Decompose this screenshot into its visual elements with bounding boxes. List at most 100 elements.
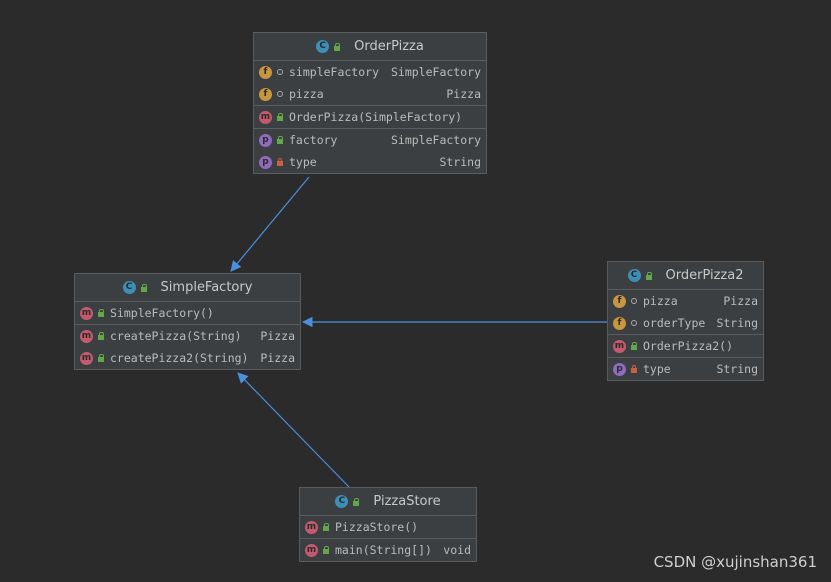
member-section: m OrderPizza(SimpleFactory) — [254, 106, 486, 129]
public-lock-icon — [140, 283, 148, 292]
public-lock-icon — [276, 113, 284, 121]
member-row[interactable]: f pizza Pizza — [608, 290, 763, 312]
member-row[interactable]: f simpleFactory SimpleFactory — [254, 61, 486, 83]
field-icon: f — [613, 294, 626, 308]
member-section: f simpleFactory SimpleFactory f pizza Pizza — [254, 61, 486, 106]
member-name: simpleFactory — [289, 65, 380, 79]
package-visibility-icon — [630, 297, 638, 305]
member-row[interactable]: p type String — [608, 358, 763, 380]
member-type: Pizza — [260, 351, 295, 365]
member-name: pizza — [643, 294, 678, 308]
member-name: SimpleFactory() — [110, 306, 214, 320]
private-lock-icon — [630, 365, 638, 373]
public-lock-icon — [322, 546, 330, 554]
method-icon: m — [305, 520, 318, 534]
class-name: SimpleFactory — [160, 280, 253, 295]
public-lock-icon — [97, 309, 105, 317]
member-name: createPizza(String) — [110, 329, 242, 343]
public-lock-icon — [322, 523, 330, 531]
method-icon: m — [259, 110, 272, 124]
public-lock-icon — [97, 354, 105, 362]
method-icon: m — [613, 339, 626, 353]
member-name: createPizza2(String) — [110, 351, 249, 365]
package-visibility-icon — [276, 68, 284, 76]
class-box-simple-factory[interactable]: C SimpleFactory m SimpleFactory() m createPiz… — [74, 273, 301, 370]
class-header[interactable]: C SimpleFactory — [75, 274, 300, 302]
member-name: type — [643, 362, 671, 376]
class-kind-icon: C — [335, 495, 349, 508]
member-row[interactable]: m createPizza(String) Pizza — [75, 325, 300, 347]
class-name: PizzaStore — [373, 494, 441, 509]
private-lock-icon — [276, 158, 284, 166]
member-row[interactable]: m createPizza2(String) Pizza — [75, 347, 300, 369]
property-icon: p — [259, 133, 272, 147]
class-header[interactable]: C PizzaStore — [300, 488, 476, 516]
member-row[interactable]: p factory SimpleFactory — [254, 129, 486, 151]
public-lock-icon — [333, 42, 341, 51]
method-icon: m — [305, 543, 318, 557]
property-icon: p — [613, 362, 626, 376]
watermark: CSDN @xujinshan361 — [653, 553, 817, 571]
member-type: String — [439, 155, 481, 169]
public-lock-icon — [276, 136, 284, 144]
member-section: m main(String[]) void — [300, 539, 476, 561]
class-kind-icon: C — [627, 269, 641, 282]
member-name: pizza — [289, 87, 324, 101]
member-section: p factory SimpleFactory p type String — [254, 129, 486, 173]
public-lock-icon — [352, 497, 360, 506]
member-name: OrderPizza2() — [643, 339, 734, 353]
public-lock-icon — [97, 332, 105, 340]
member-row[interactable]: m SimpleFactory() — [75, 302, 300, 324]
member-section: m createPizza(String) Pizza m createPizza2(S… — [75, 325, 300, 369]
member-type: SimpleFactory — [390, 65, 481, 79]
member-name: orderType — [643, 316, 706, 330]
member-section: m OrderPizza2() — [608, 335, 763, 358]
member-name: factory — [289, 133, 338, 147]
member-row[interactable]: m OrderPizza(SimpleFactory) — [254, 106, 486, 128]
class-kind-icon: C — [316, 40, 330, 53]
class-kind-icon: C — [122, 281, 136, 294]
member-name: type — [289, 155, 317, 169]
member-type: Pizza — [446, 87, 481, 101]
class-name: OrderPizza2 — [665, 268, 744, 283]
member-name: PizzaStore() — [335, 520, 419, 534]
member-type: SimpleFactory — [390, 133, 481, 147]
package-visibility-icon — [276, 90, 284, 98]
member-type: void — [443, 543, 471, 557]
member-type: Pizza — [260, 329, 295, 343]
member-section: m SimpleFactory() — [75, 302, 300, 325]
member-name: OrderPizza(SimpleFactory) — [289, 110, 463, 124]
class-header[interactable]: C OrderPizza — [254, 33, 486, 61]
member-name: main(String[]) — [335, 543, 432, 557]
field-icon: f — [613, 316, 626, 330]
public-lock-icon — [630, 342, 638, 350]
member-row[interactable]: f pizza Pizza — [254, 83, 486, 105]
member-type: Pizza — [723, 294, 758, 308]
method-icon: m — [80, 306, 93, 320]
method-icon: m — [80, 329, 93, 343]
member-row[interactable]: m OrderPizza2() — [608, 335, 763, 357]
member-section: m PizzaStore() — [300, 516, 476, 539]
property-icon: p — [259, 155, 272, 169]
method-icon: m — [80, 351, 93, 365]
class-box-pizza-store[interactable]: C PizzaStore m PizzaStore() m main(String[]) v… — [299, 487, 477, 562]
package-visibility-icon — [630, 319, 638, 327]
edge-orderpizza-to-simplefactory — [230, 176, 310, 272]
field-icon: f — [259, 65, 272, 79]
member-row[interactable]: m PizzaStore() — [300, 516, 476, 538]
member-row[interactable]: p type String — [254, 151, 486, 173]
class-header[interactable]: C OrderPizza2 — [608, 262, 763, 290]
field-icon: f — [259, 87, 272, 101]
public-lock-icon — [645, 271, 653, 280]
member-type: String — [716, 362, 758, 376]
edge-pizzastore-to-simplefactory — [237, 372, 350, 488]
member-section: p type String — [608, 358, 763, 380]
class-name: OrderPizza — [354, 39, 424, 54]
member-section: f pizza Pizza f orderType String — [608, 290, 763, 335]
member-type: String — [716, 316, 758, 330]
member-row[interactable]: m main(String[]) void — [300, 539, 476, 561]
member-row[interactable]: f orderType String — [608, 312, 763, 334]
